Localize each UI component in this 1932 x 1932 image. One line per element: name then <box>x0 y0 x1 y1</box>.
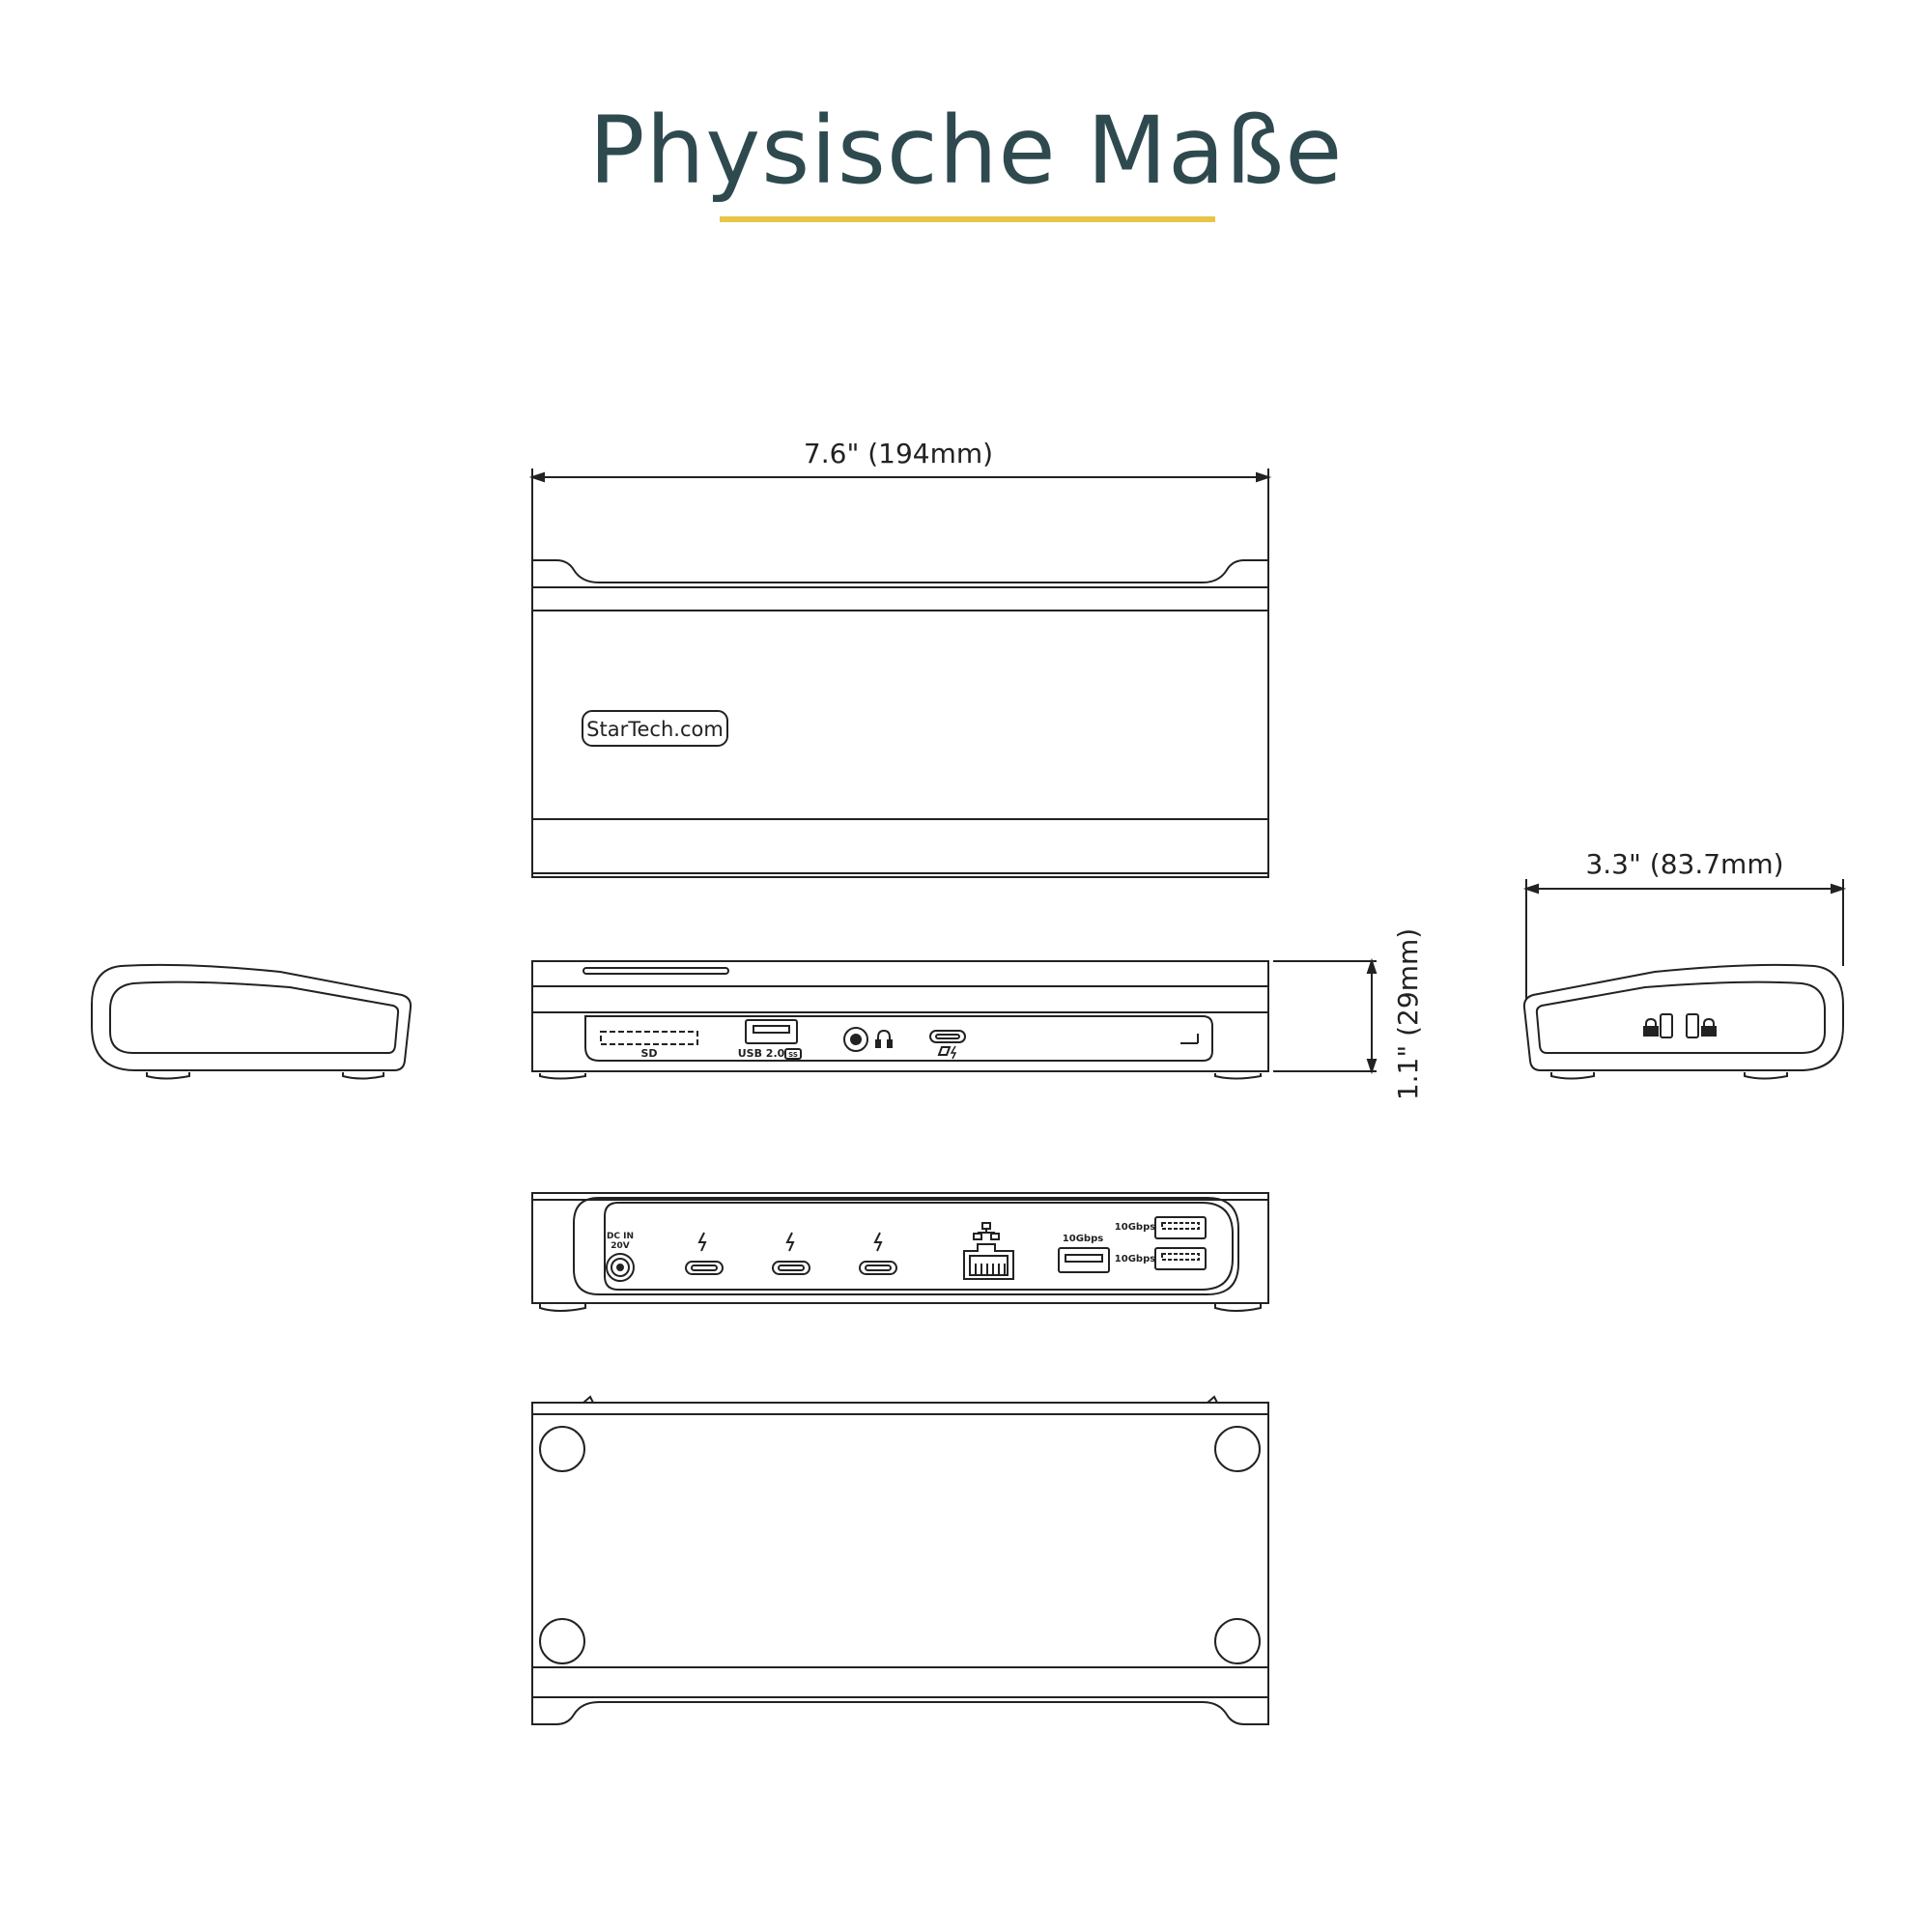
thunderbolt-port-3 <box>859 1232 897 1275</box>
thunderbolt-icon <box>785 1232 795 1252</box>
title-underline <box>720 216 1215 222</box>
height-dimension: 1.1" (29mm) <box>1273 928 1424 1100</box>
thunderbolt-icon <box>697 1232 707 1252</box>
top-view: StarTech.com <box>531 559 1269 878</box>
rubber-foot <box>1214 1618 1261 1664</box>
sd-card-slot: SD <box>600 1031 698 1060</box>
ethernet-port <box>963 1222 1014 1280</box>
thunderbolt-port-2 <box>772 1232 810 1275</box>
rubber-foot <box>539 1618 585 1664</box>
sd-label: SD <box>640 1047 657 1060</box>
width-dimension: 7.6" (194mm) <box>528 438 1272 560</box>
thunderbolt-port-1 <box>685 1232 724 1275</box>
rubber-foot <box>539 1426 585 1472</box>
right-side-view <box>1522 963 1844 1080</box>
logo-text: StarTech.com <box>586 718 724 741</box>
dc-in-label: DC IN <box>607 1232 634 1241</box>
height-label: 1.1" (29mm) <box>1392 928 1424 1100</box>
lock-slots <box>1643 1013 1717 1038</box>
audio-jack <box>843 1027 868 1052</box>
rubber-foot <box>1214 1426 1261 1472</box>
charging-bolt-icon <box>937 1045 957 1060</box>
front-view: SD USB 2.0 SS <box>531 960 1269 1080</box>
startech-logo: StarTech.com <box>582 710 728 747</box>
speed-label: 10Gbps <box>1115 1222 1155 1233</box>
speed-label: 10Gbps <box>1115 1254 1155 1264</box>
usb-ss-badge: SS <box>788 1051 798 1059</box>
dc-in-jack: DC IN 20V <box>606 1232 635 1282</box>
headset-icon <box>875 1029 893 1048</box>
thunderbolt-icon <box>873 1232 883 1252</box>
usb-a-port-rear-single: 10Gbps <box>1058 1234 1110 1273</box>
depth-label: 3.3" (83.7mm) <box>1585 848 1783 880</box>
page-title: Physische Maße <box>588 97 1344 205</box>
left-side-view <box>91 963 412 1080</box>
usb-a-port: USB 2.0 SS <box>738 1019 802 1060</box>
width-label: 7.6" (194mm) <box>804 438 993 469</box>
rear-view: DC IN 20V <box>531 1192 1269 1312</box>
usb-label: USB 2.0 <box>738 1047 785 1060</box>
depth-dimension: 3.3" (83.7mm) <box>1522 848 1847 1000</box>
usb-a-port-rear-lower: 10Gbps <box>1115 1247 1207 1270</box>
usb-c-port-front <box>929 1030 966 1043</box>
dc-voltage-label: 20V <box>611 1241 630 1251</box>
bottom-view <box>531 1395 1269 1725</box>
network-icon <box>973 1222 1000 1240</box>
usb-a-port-rear-upper: 10Gbps <box>1115 1216 1207 1239</box>
speed-label: 10Gbps <box>1063 1234 1103 1244</box>
